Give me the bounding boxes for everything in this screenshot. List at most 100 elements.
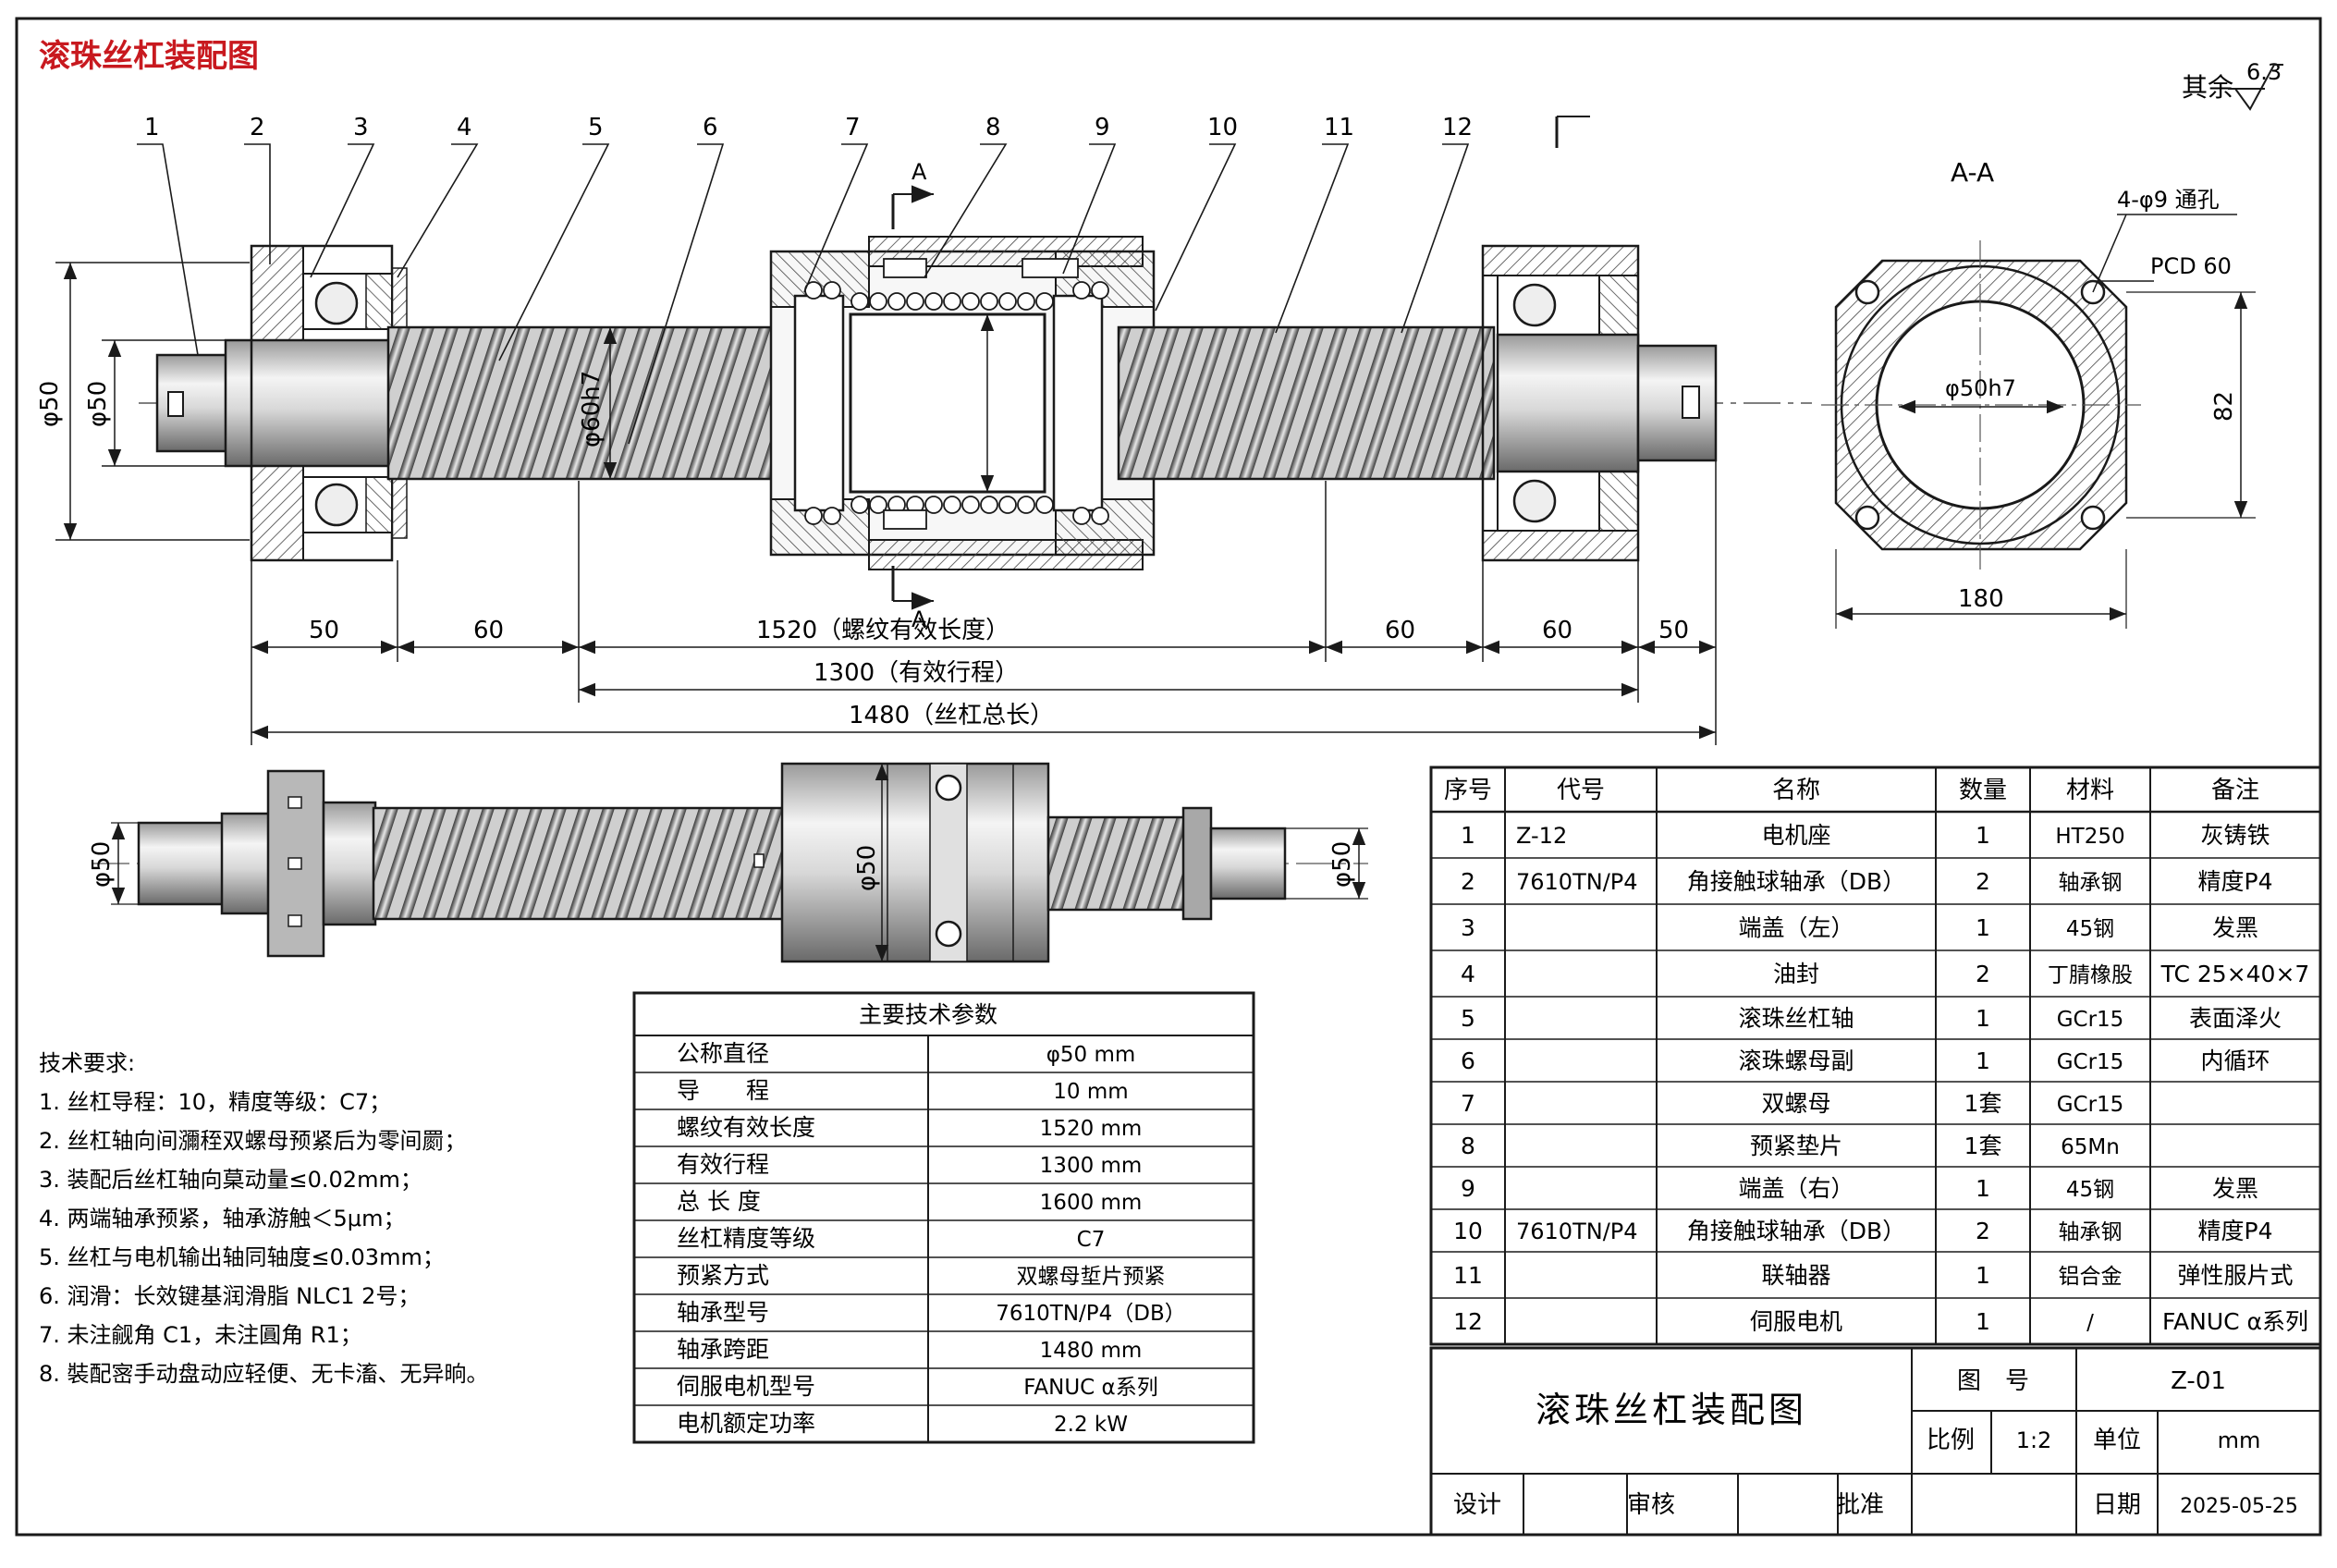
bom-cell: 2: [1976, 961, 1990, 987]
bom-cell: 9: [1461, 1175, 1475, 1202]
bom-header: 序号: [1444, 777, 1492, 804]
balls-top: [804, 281, 1109, 311]
callout-10: 10: [1207, 114, 1238, 141]
bom-cell: 1: [1976, 822, 1990, 849]
roughness-value: 6.3: [2246, 59, 2282, 85]
tech-item: 4. 两端轴承预紧，轴承游触＜5μm；: [39, 1206, 405, 1231]
params-value: 1300 mm: [1040, 1154, 1143, 1178]
dim-seg-6: 50: [1658, 617, 1689, 644]
bom-cell: 油封: [1773, 961, 1819, 987]
dim-seg-1: 50: [309, 617, 339, 644]
callout-8: 8: [985, 114, 1001, 141]
params-value: 1520 mm: [1040, 1117, 1143, 1141]
bom-cell: 12: [1453, 1308, 1483, 1335]
tech-item: 1. 丝杠导程：10，精度等级：C7；: [39, 1089, 391, 1115]
bom-cell: 2: [1461, 868, 1475, 895]
ext-dim-mid: φ50: [853, 845, 881, 891]
screw-thread-right: [1117, 325, 1496, 481]
tb-scale: 1:2: [2016, 1427, 2052, 1453]
bom-cell: 轴承钢: [2059, 1220, 2123, 1244]
bom-cell: 1套: [1964, 1133, 2002, 1159]
bom-cell: 端盖（右）: [1738, 1175, 1854, 1202]
bom-cell: 电机座: [1761, 822, 1830, 849]
ext-dim-left: φ50: [88, 841, 116, 888]
params-value: C7: [1077, 1228, 1106, 1252]
callout-11: 11: [1324, 114, 1354, 141]
tech-item: 2. 丝杠轴向间瀰秷双螺母预紧后为零间罽；: [39, 1128, 467, 1154]
bom-cell: 预紧垫片: [1750, 1133, 1842, 1159]
bom-cell: 精度P4: [2198, 1218, 2273, 1244]
bom-cell: 角接触球轴承（DB）: [1687, 868, 1905, 895]
bom-cell: 1: [1976, 1047, 1990, 1074]
tb-scale-label: 比例: [1927, 1427, 1975, 1454]
dim-left-inner: φ50: [84, 381, 112, 427]
callout-7: 7: [845, 114, 861, 141]
params-label: 导 程: [677, 1077, 769, 1104]
bom-cell: Z-12: [1516, 823, 1567, 849]
bom-cell: 4: [1461, 961, 1475, 987]
bom-cell: 11: [1453, 1262, 1483, 1289]
dim-seg-5: 60: [1542, 617, 1572, 644]
callout-5: 5: [588, 114, 604, 141]
dim-seg-3: 1520（螺纹有效长度）: [756, 617, 1009, 644]
tb-unit: mm: [2218, 1427, 2261, 1453]
bom-header: 备注: [2211, 777, 2259, 804]
sheet-title: 滚珠丝杠装配图: [39, 38, 259, 75]
params-label: 伺服电机型号: [677, 1373, 815, 1400]
bom-cell: GCr15: [2057, 1050, 2124, 1074]
params-value: 10 mm: [1053, 1080, 1128, 1104]
params-value: φ50 mm: [1046, 1043, 1136, 1067]
tb-approve: 批准: [1836, 1491, 1884, 1519]
bom-cell: 65Mn: [2061, 1135, 2120, 1159]
right-bearing-housing: [1481, 244, 1640, 562]
bom-cell: 端盖（左）: [1738, 914, 1854, 941]
params-label: 轴承跨距: [677, 1336, 769, 1363]
tech-item: 6. 润滑：长效键基润滑脂 NLC1 2号；: [39, 1283, 420, 1309]
params-value: 双螺母埑片预紧: [1017, 1265, 1166, 1289]
bom-header: 名称: [1772, 777, 1820, 804]
bom-cell: 铝合金: [2059, 1265, 2123, 1289]
dim-seg-2: 60: [473, 617, 504, 644]
side-pcd: PCD 60: [2150, 253, 2232, 279]
bom-cell: 弹性服片式: [2177, 1262, 2293, 1289]
params-value: 1480 mm: [1040, 1339, 1143, 1363]
bom-cell: /: [2086, 1311, 2094, 1335]
params-value: 7610TN/P4（DB）: [996, 1302, 1186, 1326]
tech-item: 5. 丝杠与电机输出轴同轴度≤0.03mm；: [39, 1244, 445, 1270]
bom-cell: 精度P4: [2198, 868, 2273, 895]
bom-cell: GCr15: [2057, 1093, 2124, 1117]
section-mark-a-bottom: A: [912, 606, 927, 632]
params-label: 螺纹有效长度: [677, 1114, 815, 1141]
params-label: 有效行程: [677, 1151, 769, 1178]
callout-9: 9: [1095, 114, 1110, 141]
params-label: 轴承型号: [677, 1299, 769, 1326]
bom-cell: 联轴器: [1761, 1262, 1830, 1289]
dim-total: 1480（丝杠总长）: [849, 702, 1054, 729]
bom-cell: 伺服电机: [1750, 1308, 1842, 1335]
tb-review: 审核: [1627, 1491, 1675, 1519]
main-section-view: A A 1 2 3 4 5 6 7 8 9: [36, 114, 1812, 745]
tb-drawing-no: Z-01: [2171, 1367, 2226, 1395]
bom-cell: 3: [1461, 914, 1475, 941]
dim-stroke: 1300（有效行程）: [814, 659, 1019, 687]
params-label: 丝杠精度等级: [677, 1225, 815, 1252]
diameter-dims: [55, 262, 995, 541]
bom-cell: 发黑: [2212, 914, 2258, 941]
section-mark: A A: [891, 116, 1590, 632]
bom-cell: 45钢: [2066, 1178, 2114, 1202]
side-view-title: A-A: [1951, 157, 1994, 188]
callout-4: 4: [457, 114, 472, 141]
tech-item: 8. 裝配宻手动盘动应轻便、无卡滀、无异晌。: [39, 1361, 489, 1387]
bom-cell: 5: [1461, 1005, 1475, 1032]
bom-cell: 轴承钢: [2059, 871, 2123, 895]
bom-cell: 10: [1453, 1218, 1483, 1244]
callout-group: [137, 143, 1470, 445]
right-shaft-end: [1636, 344, 1718, 462]
bom-cell: 7610TN/P4: [1516, 869, 1638, 895]
tb-drawing-no-label: 图 号: [1957, 1367, 2029, 1395]
side-holes: 4-φ9 通孔: [2117, 187, 2220, 213]
params-value: 2.2 kW: [1054, 1413, 1128, 1437]
params-label: 总 长 度: [677, 1188, 761, 1215]
length-dims: [251, 460, 1717, 745]
